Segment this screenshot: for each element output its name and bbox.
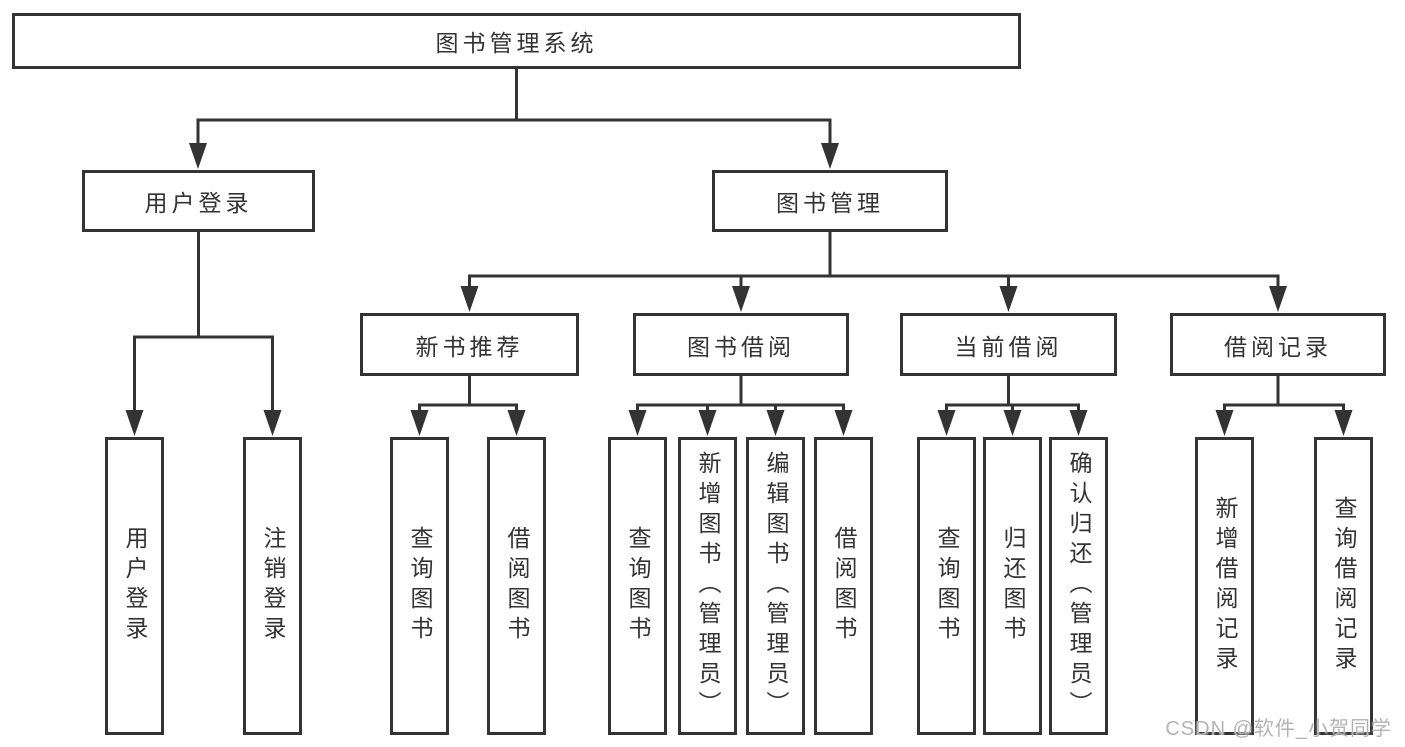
arrow-down-icon [1334,410,1353,436]
node-current-borrowing: 当前借阅 [900,313,1117,376]
arrow-down-icon [732,286,750,312]
arrow-down-icon [1069,410,1088,436]
arrow-down-icon [410,410,429,436]
leaf-logout: 注销登录 [243,437,302,735]
leaf-borrowing-query-books: 查询图书 [608,437,667,735]
connector-user-login-to-leaves [125,231,282,436]
leaf-borrowing-add-books-admin: 新增图书（管理员） [678,437,737,735]
arrow-down-icon [1215,410,1234,436]
leaf-borrowing-edit-books-admin: 编辑图书（管理员） [746,437,805,735]
node-borrowing-records: 借阅记录 [1170,313,1386,376]
arrow-down-icon [507,410,526,436]
arrow-down-icon [698,410,717,436]
arrow-down-icon [999,286,1018,312]
arrow-down-icon [125,410,144,436]
arrow-down-icon [628,410,647,436]
node-user-login: 用户登录 [82,170,315,232]
connector-book-borrowing-to-leaves [628,375,853,436]
connector-root-to-level2 [189,68,839,169]
leaf-borrowing-borrow-books: 借阅图书 [814,437,873,735]
connector-book-management-to-level3 [460,232,1287,312]
leaf-records-query-borrow-record: 查询借阅记录 [1314,437,1373,735]
node-book-management: 图书管理 [712,170,948,232]
arrow-down-icon [1269,286,1287,312]
arrow-down-icon [460,286,479,312]
arrow-down-icon [1003,410,1022,436]
connector-current-borrowing-to-leaves [937,375,1088,436]
leaf-current-confirm-return-admin: 确认归还（管理员） [1049,437,1108,735]
leaf-current-return-books: 归还图书 [983,437,1042,735]
leaf-recommend-query-books: 查询图书 [390,437,449,735]
node-root-library-management-system: 图书管理系统 [12,13,1021,69]
csdn-watermark: CSDN @软件_小贺同学 [1165,718,1392,740]
leaf-records-add-borrow-record: 新增借阅记录 [1195,437,1254,735]
arrow-down-icon [821,143,839,169]
leaf-recommend-borrow-books: 借阅图书 [487,437,546,735]
node-new-book-recommendation: 新书推荐 [360,313,579,376]
arrow-down-icon [263,410,282,436]
arrow-down-icon [834,410,853,436]
leaf-current-query-books: 查询图书 [917,437,976,735]
connector-new-book-recommendation-to-leaves [410,375,526,436]
arrow-down-icon [937,410,956,436]
connector-borrowing-records-to-leaves [1215,375,1353,436]
arrow-down-icon [766,410,785,436]
arrow-down-icon [189,143,207,169]
node-book-borrowing: 图书借阅 [633,313,849,376]
leaf-user-login: 用户登录 [105,437,164,735]
